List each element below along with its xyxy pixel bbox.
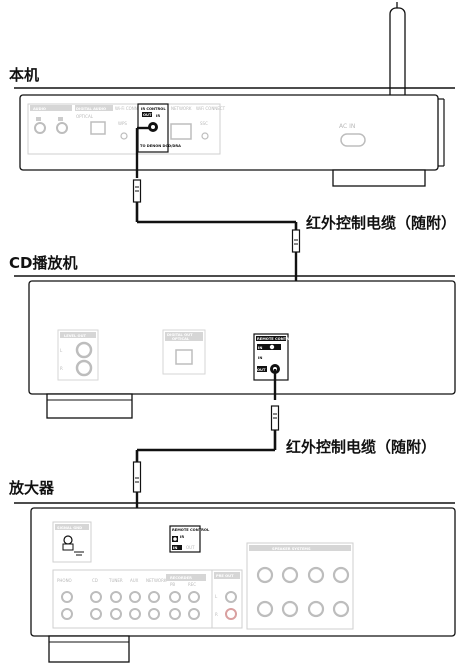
- cable-1-plug-bottom: [291, 229, 301, 253]
- digital-out-label: DIGITAL OUT: [167, 333, 193, 337]
- pre-out-label: PRE OUT: [216, 574, 234, 578]
- cable-2-plug-bottom: [132, 461, 142, 493]
- input-jacks: [61, 591, 200, 620]
- ir-cable-label-1: 红外控制电缆（随附）: [306, 214, 457, 232]
- aux-label: AUX: [130, 578, 139, 583]
- pre-out-jack-r: [225, 608, 237, 620]
- main-unit-device: AUDIO DIGITAL AUDIO OPTICAL Wi-Fi CONNEC…: [14, 2, 455, 187]
- cd-remote-control-block: [253, 333, 289, 381]
- ir-label: IR: [156, 114, 160, 118]
- amp-l-label: L: [215, 594, 218, 599]
- main-unit-label: 本机: [9, 66, 40, 84]
- cd-player-label: CD播放机: [9, 254, 78, 272]
- cd-optical-label: OPTICAL: [172, 337, 190, 341]
- amplifier-foot: [48, 635, 130, 663]
- audio-label: AUDIO: [33, 107, 46, 111]
- ssc-label: SSC: [200, 121, 208, 126]
- digital-audio-label: DIGITAL AUDIO: [76, 107, 106, 111]
- cd-remote-control-label: REMOTE CONTROL: [257, 337, 295, 341]
- gnd-terminal: [63, 535, 73, 545]
- amp-out-label: OUT: [186, 545, 195, 550]
- network-label: NETWORK: [171, 106, 192, 111]
- ac-in-label: AC IN: [339, 123, 355, 130]
- wps-label: WPS: [118, 121, 127, 126]
- cd-r-label: R: [60, 366, 63, 371]
- level-out-jack-l: [75, 341, 93, 359]
- recorder-label: RECORDER: [170, 576, 192, 580]
- amp-ir-label: IR: [180, 535, 184, 539]
- tuner-label: TUNER: [108, 578, 123, 583]
- amp-network-label: NETWORK: [146, 578, 167, 583]
- cd-player-foot: [46, 393, 133, 419]
- pb-label: PB: [170, 582, 175, 587]
- amp-in-label: IN: [173, 546, 177, 550]
- amp-r-label: R: [215, 612, 218, 617]
- pre-out-jack-l: [225, 591, 237, 603]
- level-out-label: LEVEL OUT: [64, 334, 86, 338]
- rec-label: REC: [188, 582, 196, 587]
- cd-in-label-a: IN: [258, 346, 262, 350]
- cd-player-device: LEVEL OUT L R DIGITAL OUT OPTICAL REMOTE…: [14, 275, 456, 419]
- audio-jack-r: [56, 122, 68, 134]
- phono-label: PHONO: [57, 578, 72, 583]
- optical-port: [90, 121, 106, 135]
- network-port: [170, 123, 192, 140]
- signal-gnd-label: SIGNAL GND: [57, 526, 82, 530]
- ssc-button: [201, 132, 209, 140]
- level-out-jack-r: [75, 359, 93, 377]
- cd-out-label: OUT: [257, 368, 266, 372]
- amp-remote-control-label: REMOTE CONTROL: [172, 528, 210, 532]
- main-unit-foot: [332, 169, 426, 187]
- wifi-connect-2-label: WiFi CONNECT: [196, 106, 226, 111]
- antenna-icon: [389, 7, 406, 109]
- ac-in-socket: [340, 133, 366, 147]
- amp-cd-label: CD: [92, 578, 98, 583]
- ir-control-label: IR CONTROL: [141, 107, 166, 111]
- cd-optical-port: [175, 349, 193, 365]
- optical-label: OPTICAL: [76, 114, 94, 119]
- speaker-terminals: [256, 566, 350, 618]
- amplifier-label: 放大器: [9, 479, 55, 497]
- cd-in-label: IN: [258, 356, 262, 360]
- ir-cable-label-2: 红外控制电缆（随附）: [286, 438, 437, 456]
- ir-note-label: TO DENON DCD/DRA: [140, 144, 181, 148]
- wps-button: [120, 132, 128, 140]
- cd-l-label: L: [60, 348, 63, 353]
- wifi-connect-label: Wi-Fi CONNECT: [115, 106, 146, 111]
- speaker-systems-label: SPEAKER SYSTEMS: [272, 547, 311, 551]
- cd-player-chassis: [28, 280, 456, 395]
- amplifier-device: SIGNAL GND REMOTE CONTROL IR IN OUT PHON…: [14, 502, 456, 663]
- audio-jack-l: [34, 122, 46, 134]
- ir-out-label: OUT: [143, 113, 152, 117]
